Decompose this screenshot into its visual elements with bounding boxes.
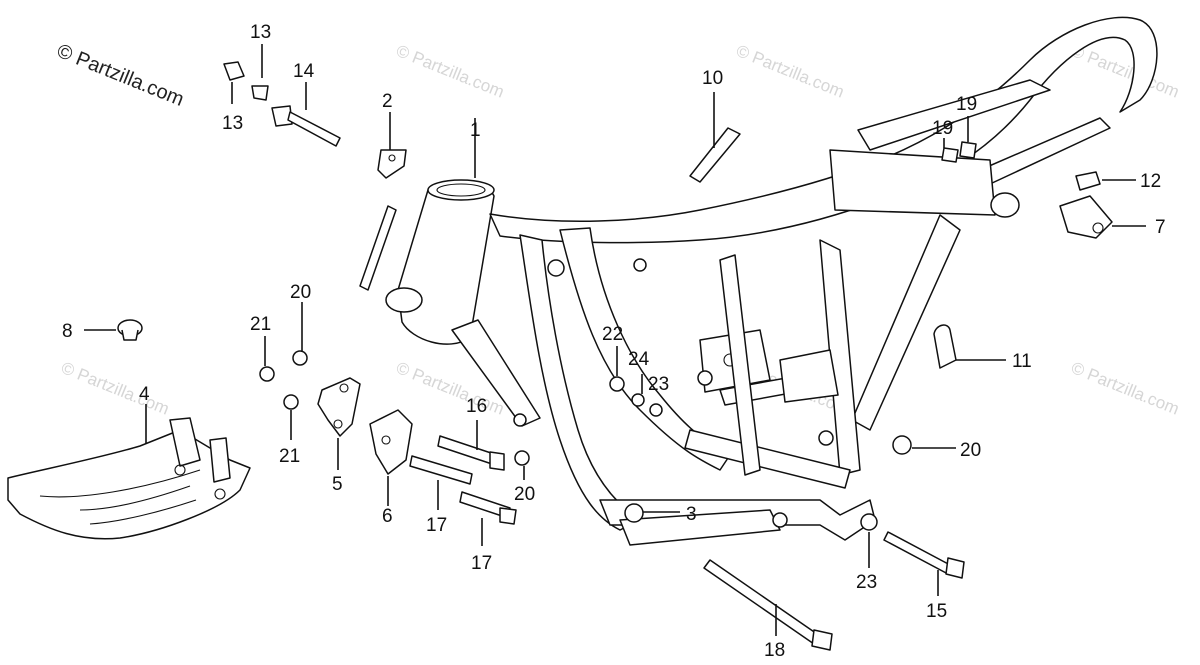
callout-16: 16 [466, 396, 487, 417]
callout-15: 15 [926, 601, 947, 622]
part-5-mount-plate[interactable] [317, 377, 361, 437]
part-16-17-bolts[interactable] [409, 435, 517, 525]
callout-21-upper: 21 [250, 314, 271, 335]
watermark: © Partzilla.com [394, 41, 507, 102]
callout-23-bottom: 23 [856, 572, 877, 593]
part-10-plate-top[interactable] [689, 127, 741, 183]
leader-lines [84, 44, 1146, 636]
part-14-bolt[interactable] [271, 105, 341, 147]
part-2-gusset[interactable] [377, 149, 407, 179]
watermark: © Partzilla.com [734, 41, 847, 102]
watermark: © Partzilla.com [1069, 358, 1182, 419]
callout-20-middle: 20 [514, 484, 535, 505]
callout-19-lower: 19 [932, 118, 953, 139]
part-11-clamp[interactable] [933, 324, 957, 369]
callout-18: 18 [764, 640, 785, 661]
callout-21-lower: 21 [279, 446, 300, 467]
part-19-bolts[interactable] [941, 141, 977, 163]
callout-22: 22 [602, 324, 623, 345]
callout-13-bottom: 13 [222, 113, 243, 134]
callout-19-upper: 19 [956, 94, 977, 115]
part-8-grommet[interactable] [117, 319, 143, 341]
nuts-and-washers[interactable] [259, 350, 912, 531]
callout-14: 14 [293, 61, 315, 82]
callout-8: 8 [62, 321, 73, 342]
watermark: © Partzilla.com [1069, 41, 1182, 102]
part-18-long-bolt[interactable] [703, 559, 833, 651]
callout-1: 1 [470, 120, 481, 141]
part-15-long-bolt[interactable] [883, 531, 965, 579]
main-frame[interactable] [385, 16, 1158, 546]
part-12-clip[interactable] [1075, 171, 1101, 191]
callout-2: 2 [382, 91, 393, 112]
callout-20-right: 20 [960, 440, 981, 461]
callout-7: 7 [1155, 217, 1166, 238]
part-6-mount-plate[interactable] [369, 409, 413, 475]
callout-20-left: 20 [290, 282, 311, 303]
callout-17-left: 17 [426, 515, 447, 536]
callout-5: 5 [332, 474, 343, 495]
callout-11: 11 [1012, 351, 1032, 372]
callouts: 1 2 10 13 13 14 19 19 12 7 11 8 4 20 21 … [62, 22, 1166, 661]
callout-24: 24 [628, 349, 650, 370]
callout-4: 4 [139, 384, 150, 405]
callout-12: 12 [1140, 171, 1161, 192]
part-4-skid-plate[interactable] [7, 417, 251, 540]
watermark: © Partzilla.com [59, 358, 172, 419]
part-13-bolt[interactable] [223, 61, 269, 101]
callout-17-right: 17 [471, 553, 492, 574]
callout-6: 6 [382, 506, 393, 527]
callout-23-middle: 23 [648, 374, 669, 395]
callout-10: 10 [702, 68, 723, 89]
callout-13-top: 13 [250, 22, 271, 43]
part-7-bracket[interactable] [1059, 195, 1113, 239]
callout-3: 3 [686, 504, 697, 525]
part-10-plate-left[interactable] [359, 205, 397, 291]
